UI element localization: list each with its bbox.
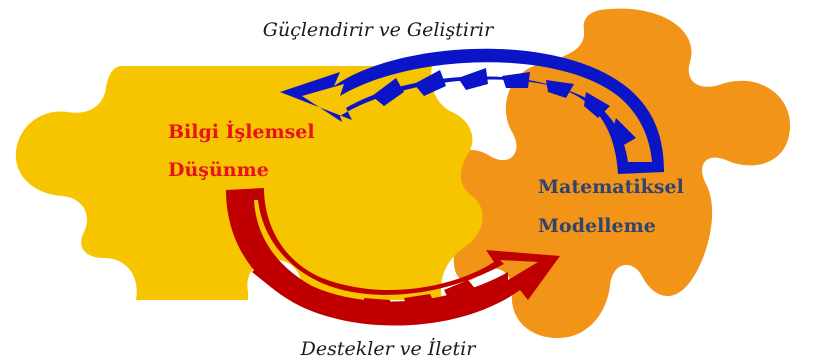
bottom-arrow-chevrons — [252, 262, 478, 314]
top-arrow-chevrons — [372, 68, 636, 146]
top-cycle-arrow — [280, 48, 664, 174]
right-node-label-line1: Matematiksel — [538, 176, 684, 198]
bottom-caption: Destekler ve İletir — [300, 337, 478, 360]
top-chevron — [546, 80, 574, 98]
bottom-chevron — [404, 294, 436, 312]
top-chevron — [372, 78, 404, 106]
bottom-chevron — [252, 262, 280, 288]
bottom-chevron — [322, 294, 350, 314]
left-node-label-line2: Düşünme — [168, 159, 269, 181]
top-caption: Güçlendirir ve Geliştirir — [263, 19, 495, 41]
bottom-chevron — [364, 298, 392, 314]
right-node-label-line2: Modelleme — [538, 215, 656, 237]
left-puzzle-piece — [15, 66, 483, 300]
top-chevron — [502, 72, 530, 88]
top-chevron — [584, 92, 610, 118]
top-chevron — [414, 70, 446, 96]
top-chevron — [458, 68, 488, 90]
left-node-label-line1: Bilgi İşlemsel — [168, 120, 315, 143]
top-chevron — [612, 118, 636, 146]
bottom-chevron — [444, 280, 478, 302]
bottom-chevron — [286, 282, 314, 306]
